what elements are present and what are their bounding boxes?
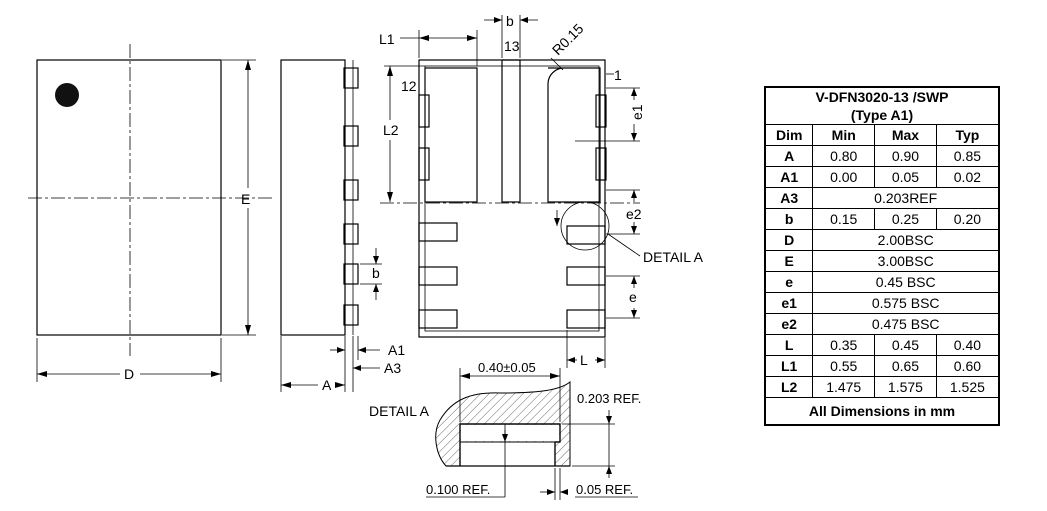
- pin-number-1: 1: [614, 67, 622, 83]
- dim-min-cell: 1.475: [812, 376, 876, 398]
- dim-name-cell: b: [764, 208, 814, 230]
- exposed-pad-right: [547, 67, 601, 203]
- exposed-pad-left: [424, 67, 478, 203]
- dim-typ-cell: 0.20: [935, 208, 1000, 230]
- dim-max-cell: 0.90: [874, 145, 937, 167]
- dim-min-cell: 0.35: [812, 334, 876, 356]
- dim-label-b-bottom: b: [506, 13, 514, 29]
- dim-max-cell: 0.25: [874, 208, 937, 230]
- header-max: Max: [874, 124, 937, 146]
- dim-span-cell: 0.475 BSC: [812, 313, 1000, 335]
- dim-max-cell: 0.05: [874, 166, 937, 188]
- dim-typ-cell: 0.85: [935, 145, 1000, 167]
- dim-label-e: e: [629, 289, 637, 305]
- dim-label-l2: L2: [383, 122, 399, 138]
- dim-name-cell: A3: [764, 187, 814, 209]
- dim-label-e-top: E: [241, 191, 250, 207]
- dim-label-b-side: b: [372, 265, 380, 281]
- dim-label-a1: A1: [388, 342, 405, 358]
- dim-typ-cell: 0.60: [935, 355, 1000, 377]
- detail-a-title: DETAIL A: [369, 403, 430, 419]
- dim-name-cell: A: [764, 145, 814, 167]
- dim-label-e1: e1: [629, 104, 645, 120]
- dim-span-cell: 2.00BSC: [812, 229, 1000, 251]
- side-view-leads: [343, 67, 359, 326]
- table-header-row: Dim Min Max Typ: [764, 124, 1000, 146]
- dim-span-cell: 0.203REF: [812, 187, 1000, 209]
- dim-max-cell: 0.65: [874, 355, 937, 377]
- dim-name-cell: L: [764, 334, 814, 356]
- dim-name-cell: D: [764, 229, 814, 251]
- dim-typ-cell: 1.525: [935, 376, 1000, 398]
- bottom-view: DETAIL A L1 b 13 R0.15 12 1 L2: [379, 13, 704, 368]
- dim-min-cell: 0.15: [812, 208, 876, 230]
- dim-name-cell: e: [764, 271, 814, 293]
- dimension-table: V-DFN3020-13 /SWP (Type A1) Dim Min Max …: [764, 86, 1000, 426]
- detail-width-label: 0.40±0.05: [478, 360, 536, 375]
- header-min: Min: [812, 124, 876, 146]
- table-footer: All Dimensions in mm: [764, 397, 1000, 426]
- dim-label-a: A: [322, 377, 332, 393]
- detail-a-callout: DETAIL A: [643, 249, 704, 265]
- dim-typ-cell: 0.40: [935, 334, 1000, 356]
- dim-name-cell: E: [764, 250, 814, 272]
- detail-a-view: DETAIL A 0.40±0.05 0.203 REF. 0.100 REF.: [369, 360, 641, 500]
- dim-name-cell: L2: [764, 376, 814, 398]
- header-typ: Typ: [935, 124, 1000, 146]
- side-view: b A1 A3 A: [280, 59, 405, 393]
- exposed-pad-center: [501, 59, 521, 203]
- detail-bottom-right-label: 0.05 REF.: [576, 482, 633, 497]
- header-dim: Dim: [764, 124, 814, 146]
- dim-min-cell: 0.00: [812, 166, 876, 188]
- dim-span-cell: 0.575 BSC: [812, 292, 1000, 314]
- detail-a-circle: [560, 201, 610, 251]
- table-title-line1: V-DFN3020-13 /SWP: [815, 89, 949, 105]
- table-title-line2: (Type A1): [850, 107, 914, 123]
- dim-label-a3: A3: [384, 360, 401, 376]
- dim-label-radius: R0.15: [549, 20, 587, 58]
- detail-bottom-left-label: 0.100 REF.: [426, 482, 490, 497]
- dim-min-cell: 0.55: [812, 355, 876, 377]
- dim-span-cell: 0.45 BSC: [812, 271, 1000, 293]
- dim-label-d-top: D: [124, 366, 134, 382]
- dim-typ-cell: 0.02: [935, 166, 1000, 188]
- pin1-marker-dot: [55, 83, 79, 107]
- dim-max-cell: 1.575: [874, 376, 937, 398]
- dim-name-cell: e1: [764, 292, 814, 314]
- pin-number-12: 12: [401, 78, 417, 94]
- dim-label-l1: L1: [379, 31, 395, 47]
- dim-label-l: L: [580, 352, 588, 368]
- dim-name-cell: L1: [764, 355, 814, 377]
- dim-name-cell: A1: [764, 166, 814, 188]
- dim-label-e2: e2: [626, 206, 642, 222]
- detail-height-label: 0.203 REF.: [577, 391, 641, 406]
- dim-max-cell: 0.45: [874, 334, 937, 356]
- top-view: E D: [28, 44, 272, 382]
- dim-name-cell: e2: [764, 313, 814, 335]
- pin-number-13: 13: [504, 38, 520, 54]
- dim-span-cell: 3.00BSC: [812, 250, 1000, 272]
- dim-min-cell: 0.80: [812, 145, 876, 167]
- table-title: V-DFN3020-13 /SWP (Type A1): [764, 86, 1000, 125]
